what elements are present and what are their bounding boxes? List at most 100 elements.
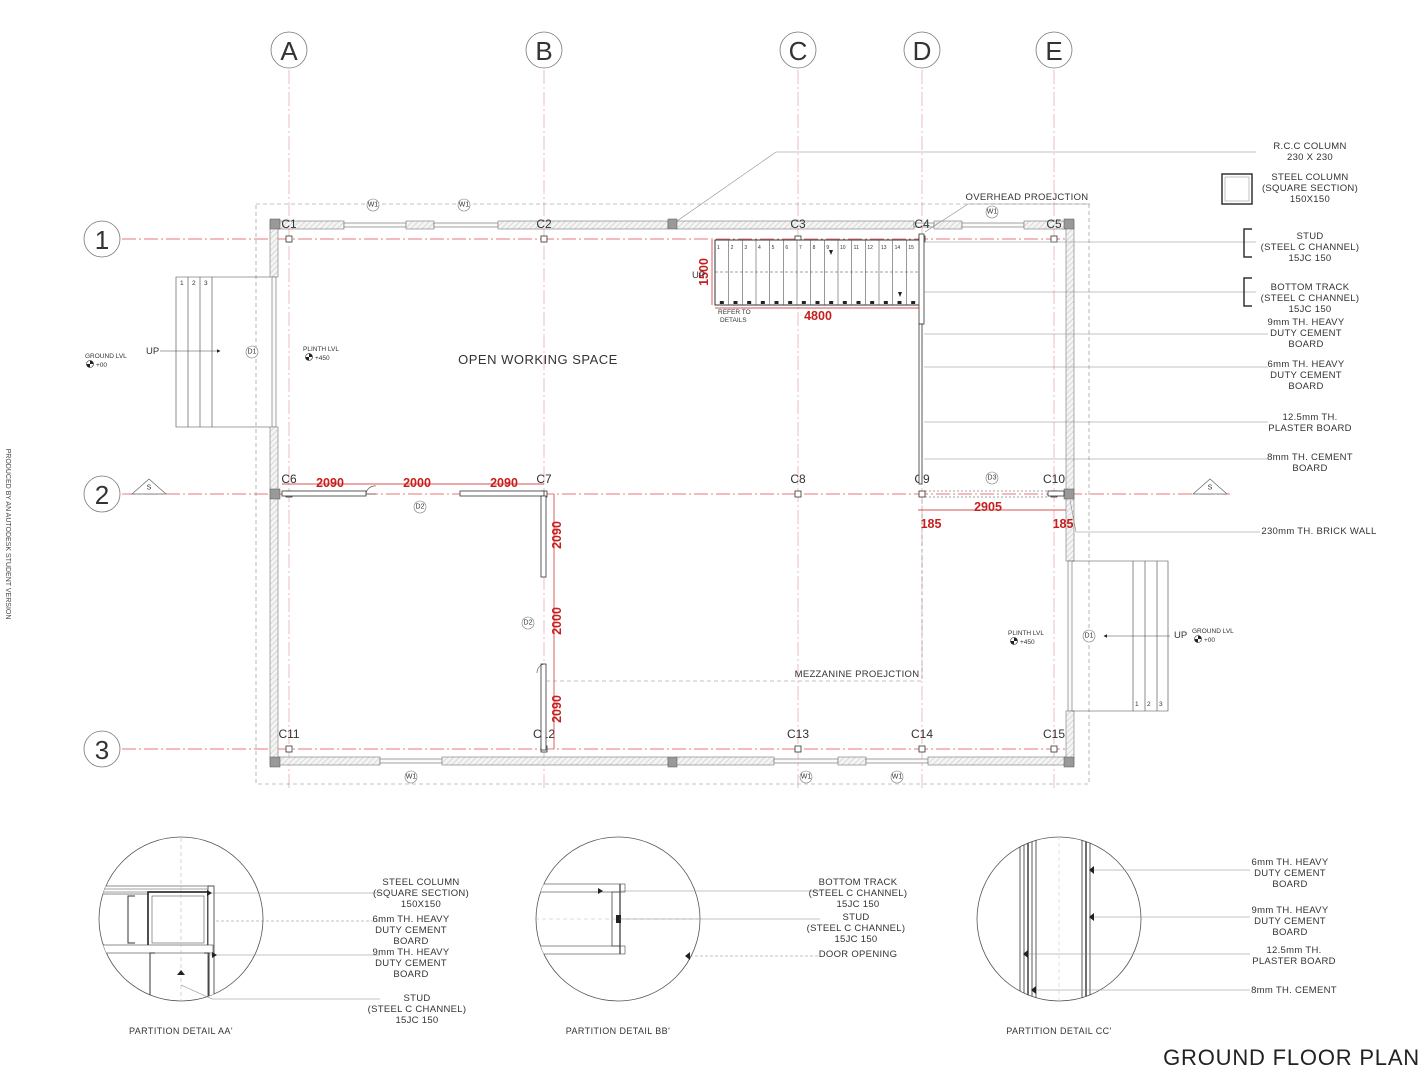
svg-text:W1: W1 bbox=[368, 202, 379, 209]
column-label-c1: C1 bbox=[281, 217, 297, 231]
right-step-1: 1 bbox=[1135, 701, 1139, 708]
mezzanine-projection: MEZZANINE PROEJCTION bbox=[546, 497, 923, 682]
overhead-projection: OVERHEAD PROEJCTION bbox=[924, 192, 1090, 233]
right-entry-steps: 1 2 3 UP bbox=[1072, 560, 1187, 712]
stair-step-number: 4 bbox=[758, 245, 761, 251]
stair-nosing bbox=[788, 301, 793, 304]
svg-text:+00: +00 bbox=[1204, 637, 1215, 644]
stair-nosing bbox=[733, 301, 738, 304]
svg-text:W1: W1 bbox=[987, 209, 998, 216]
detail-aa-6mm-board-line-3: BOARD bbox=[393, 936, 428, 947]
svg-text:D3: D3 bbox=[988, 475, 997, 482]
partition-dim-5: 2000 bbox=[550, 607, 564, 635]
steel-column-c14 bbox=[918, 745, 926, 753]
steel-column-c1 bbox=[285, 235, 293, 243]
refer-to-label: REFER TO bbox=[718, 309, 751, 316]
overhead-projection-label: OVERHEAD PROEJCTION bbox=[966, 192, 1089, 203]
legend-track-line-1: BOTTOM TRACK bbox=[1271, 282, 1350, 293]
stair-step-number: 11 bbox=[854, 245, 859, 251]
stair-step-number: 15 bbox=[908, 245, 914, 251]
detail-aa-9mm-board-line-1: 9mm TH. HEAVY bbox=[373, 947, 450, 958]
stair-step-number: 14 bbox=[895, 245, 901, 251]
stair-nosing bbox=[829, 301, 834, 304]
column-label-c15: C15 bbox=[1043, 727, 1065, 741]
detail-cc-6mm-board-line-2: DUTY CEMENT bbox=[1254, 868, 1326, 879]
legend-steel-line-1: STEEL COLUMN bbox=[1271, 172, 1348, 183]
stair-step-number: 7 bbox=[799, 245, 802, 251]
legend-b9-line-2: DUTY CEMENT bbox=[1270, 328, 1342, 339]
stair-step-number: 10 bbox=[840, 245, 846, 251]
legend-pb-line-2: PLASTER BOARD bbox=[1268, 423, 1352, 434]
legend-pb-line-1: 12.5mm TH. bbox=[1282, 412, 1337, 423]
stair-nosing bbox=[719, 301, 724, 304]
legend-track-line-2: (STEEL C CHANNEL) bbox=[1261, 293, 1360, 304]
stair-step-number: 12 bbox=[867, 245, 873, 251]
stair-nosing bbox=[883, 301, 888, 304]
stair-nosing bbox=[870, 301, 875, 304]
detail-aa-stud-line-1: STUD bbox=[403, 993, 430, 1004]
steel-column-c5 bbox=[1050, 235, 1058, 243]
detail-aa-stud-line-3: 15JC 150 bbox=[395, 1015, 438, 1026]
steel-column-c8 bbox=[794, 490, 802, 498]
stair-step-number: 8 bbox=[813, 245, 816, 251]
roof-outline bbox=[255, 203, 1090, 785]
left-plinth-level-marker: PLINTH LVL +450 bbox=[303, 346, 339, 362]
grid-label-b: B bbox=[535, 36, 552, 66]
detail-aa-9mm-board-line-3: BOARD bbox=[393, 969, 428, 980]
legend-stud-line-2: (STEEL C CHANNEL) bbox=[1261, 242, 1360, 253]
detail-bb-stud-line-1: STUD bbox=[842, 912, 869, 923]
detail-cc-6mm-board-line-3: BOARD bbox=[1272, 879, 1307, 890]
stair-nosing bbox=[801, 301, 806, 304]
left-up-label: UP bbox=[146, 346, 159, 357]
opening-tags: W1 W1 W1 W1 W1 W1 D1 D1 D2 D2 D3 bbox=[245, 198, 1096, 784]
stair-nosing bbox=[760, 301, 765, 304]
grid-label-c: C bbox=[789, 36, 808, 66]
legend-stud-line-3: 15JC 150 bbox=[1288, 253, 1331, 264]
rcc-columns bbox=[269, 218, 1075, 768]
grid-label-e: E bbox=[1045, 36, 1062, 66]
detail-cc-6mm-board-line-1: 6mm TH. HEAVY bbox=[1252, 857, 1329, 868]
column-label-c4: C4 bbox=[914, 217, 930, 231]
grid-label-2: 2 bbox=[95, 480, 109, 510]
detail-bb-caption: PARTITION DETAIL BB' bbox=[566, 1026, 670, 1036]
steel-column-c15 bbox=[1050, 745, 1058, 753]
detail-aa-6mm-board-line-2: DUTY CEMENT bbox=[375, 925, 447, 936]
partition-dim-1: 2090 bbox=[316, 476, 344, 490]
detail-bb-bottom-track-line-2: (STEEL C CHANNEL) bbox=[809, 888, 908, 899]
grid-bubble-c: C bbox=[779, 31, 817, 69]
partition-dim-6: 2090 bbox=[550, 695, 564, 723]
detail-cc-plaster-board-line-1: 12.5mm TH. bbox=[1266, 945, 1321, 956]
svg-text:D1: D1 bbox=[1085, 633, 1094, 640]
svg-text:D2: D2 bbox=[524, 620, 533, 627]
tag-w1-top-2: W1 bbox=[457, 198, 471, 212]
section-marker-right: S bbox=[1192, 478, 1228, 495]
partition-dim-3: 2090 bbox=[490, 476, 518, 490]
column-label-c7: C7 bbox=[536, 472, 552, 486]
legend-cb-line-1: 8mm TH. CEMENT bbox=[1267, 452, 1353, 463]
legend-rcc-line-2: 230 X 230 bbox=[1287, 152, 1333, 163]
top-wall bbox=[273, 220, 1073, 230]
tag-w1-bottom-1: W1 bbox=[404, 770, 418, 784]
legend-b9-line-1: 9mm TH. HEAVY bbox=[1268, 317, 1345, 328]
grid-bubble-b: B bbox=[525, 31, 563, 69]
offset-dim-c10: 185 bbox=[1053, 517, 1074, 531]
stair-run-dimension: 4800 bbox=[804, 309, 832, 323]
grid-bubble-2: 2 bbox=[83, 475, 121, 513]
grid-bubble-e: E bbox=[1035, 31, 1073, 69]
svg-text:+00: +00 bbox=[96, 362, 107, 369]
legend-b6-line-2: DUTY CEMENT bbox=[1270, 370, 1342, 381]
steel-column-c13 bbox=[794, 745, 802, 753]
stair-step-number: 13 bbox=[881, 245, 887, 251]
stair-nosing bbox=[842, 301, 847, 304]
column-label-c5: C5 bbox=[1046, 217, 1062, 231]
tag-w1-top-1: W1 bbox=[366, 198, 380, 212]
legend-b6-line-1: 6mm TH. HEAVY bbox=[1268, 359, 1345, 370]
grid-bubble-a: A bbox=[270, 31, 308, 69]
svg-text:D2: D2 bbox=[416, 504, 425, 511]
detail-bb-bottom-track-line-3: 15JC 150 bbox=[836, 899, 879, 910]
column-label-c10: C10 bbox=[1043, 472, 1065, 486]
steel-column-c9 bbox=[918, 490, 926, 498]
